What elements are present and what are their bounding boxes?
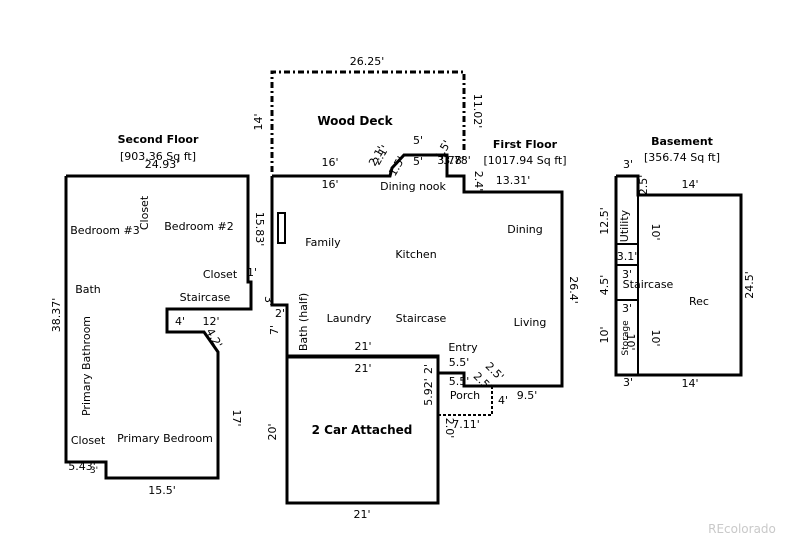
dim-first-top-right: 13.31' [496, 174, 531, 187]
room-entry: Entry [448, 341, 478, 354]
dim-basement-left-lower: 10' [598, 326, 611, 343]
room-living: Living [514, 316, 547, 329]
dim-deck-right: 11.02' [471, 94, 484, 129]
dim-basement-stair-w: 3' [622, 268, 632, 281]
room-staircase-basement: Staircase [623, 278, 674, 291]
second-floor-outline [64, 174, 253, 480]
room-rec: Rec [689, 295, 709, 308]
room-bedroom-2: Bedroom #2 [164, 220, 233, 233]
second-floor: Second Floor [903.36 Sq ft] 24.93' 38.37… [50, 133, 275, 497]
dim-first-nook-right: 3.78' [437, 154, 465, 167]
dim-basement-top-left-h: 2.5' [637, 175, 650, 196]
first-floor-title: First Floor [493, 138, 558, 151]
dim-second-right-small: 3' [262, 296, 275, 306]
dim-basement-top-right: 14' [681, 178, 698, 191]
room-closet-right: Closet [203, 268, 238, 281]
deck-title: Wood Deck [317, 114, 393, 128]
dim-deck-bottom-mid: 5' [413, 134, 423, 147]
room-closet-top: Closet [138, 195, 151, 230]
dim-second-notch-w: 12' [202, 315, 219, 328]
room-closet-bottom: Closet [71, 434, 106, 447]
garage-outline [285, 355, 440, 505]
room-dining: Dining [507, 223, 543, 236]
dim-second-bottom: 15.5' [148, 484, 176, 497]
dim-second-step2: 3' [90, 466, 98, 476]
fireplace [277, 212, 286, 244]
dim-first-left-small2: 2' [275, 307, 285, 320]
dim-basement-left-upper: 12.5' [598, 207, 611, 235]
room-primary-bedroom: Primary Bedroom [117, 432, 213, 445]
dim-first-nook-step: 2.4' [472, 171, 485, 192]
dim-porch-right: 4' [498, 394, 508, 407]
dim-first-top-mid: 5' [413, 155, 423, 168]
second-floor-title: Second Floor [118, 133, 199, 146]
dim-first-bottom-right: 9.5' [517, 389, 538, 402]
room-primary-bathroom: Primary Bathroom [80, 316, 93, 416]
dim-basement-stair-w2: 3' [622, 302, 632, 315]
dim-basement-storage-h: 10' [649, 329, 662, 346]
dim-basement-bottom-left: 3' [623, 376, 633, 389]
dim-second-right-upper: 15.83' [253, 212, 266, 247]
dim-deck-top: 26.25' [350, 55, 385, 68]
dim-first-nook-diag2: 1.5' [386, 154, 408, 178]
dim-second-notch-diag: 4.2' [203, 326, 225, 350]
dim-second-top: 24.93' [145, 158, 180, 171]
watermark: REcolorado [708, 522, 776, 536]
dim-deck-left: 14' [252, 113, 265, 130]
room-laundry: Laundry [327, 312, 372, 325]
room-staircase-second: Staircase [180, 291, 231, 304]
dim-second-left: 38.37' [50, 298, 63, 333]
dim-basement-utility-h: 10' [649, 223, 662, 240]
dim-basement-top-left: 3' [623, 158, 633, 171]
dim-first-top-left: 16' [321, 178, 338, 191]
basement-title: Basement [651, 135, 713, 148]
basement: Basement [356.74 Sq ft] 3' 2.5' 14' 12.5… [598, 135, 756, 390]
dim-basement-storage-w: 10' [624, 333, 637, 350]
wood-deck: 26.25' 14' 11.02' Wood Deck 16' 5' 2.1' … [252, 55, 484, 172]
dim-basement-mid: 3.1' [617, 250, 638, 263]
dim-basement-right: 24.5' [743, 271, 756, 299]
room-storage: Storage [621, 320, 631, 356]
room-dining-nook: Dining nook [380, 180, 446, 193]
porch-title: Porch [450, 389, 480, 402]
dim-first-entry-h: 2' [422, 364, 435, 374]
room-family: Family [305, 236, 341, 249]
room-kitchen: Kitchen [395, 248, 436, 261]
dim-first-left-small: 7' [268, 325, 281, 335]
dim-garage-right: 5.92' [422, 378, 435, 406]
first-floor-area: [1017.94 Sq ft] [483, 154, 566, 167]
dim-garage-top: 21' [354, 362, 371, 375]
dim-second-right-lower: 17' [230, 409, 243, 426]
dim-basement-bottom-right: 14' [681, 377, 698, 390]
dim-deck-bottom-right: 3.78' [443, 154, 471, 167]
garage-title: 2 Car Attached [312, 423, 413, 437]
dim-garage-bottom: 21' [353, 508, 370, 521]
basement-area: [356.74 Sq ft] [644, 151, 720, 164]
room-staircase-first: Staircase [396, 312, 447, 325]
dim-basement-left-mid: 4.5' [598, 275, 611, 296]
dim-deck-bottom-left: 16' [321, 156, 338, 169]
garage: 2 Car Attached 21' 21' 21' 20' 5.92' [266, 340, 440, 521]
dim-second-step: 5.43' [68, 460, 96, 473]
dim-garage-left: 20' [266, 423, 279, 440]
dim-second-right-mid: 1' [247, 266, 257, 279]
dim-first-right: 26.4' [567, 276, 580, 304]
dim-garage-top-outer: 21' [354, 340, 371, 353]
first-floor: First Floor [1017.94 Sq ft] 16' 5' 2.1' … [268, 138, 580, 402]
room-bedroom-3: Bedroom #3 [70, 224, 139, 237]
dim-first-entry-w: 5.5' [449, 356, 470, 369]
dim-porch-left: 2.0' [443, 418, 456, 439]
dim-porch-bottom: 7.11' [452, 418, 480, 431]
room-bath-half: Bath (half) [297, 293, 310, 351]
room-utility: Utility [618, 209, 631, 242]
second-floor-area: [903.36 Sq ft] [120, 150, 196, 163]
first-floor-outline [270, 153, 564, 388]
room-bath: Bath [75, 283, 101, 296]
dim-second-notch-h: 4' [175, 315, 185, 328]
porch-outline [438, 387, 493, 416]
deck-outline [270, 70, 466, 172]
dim-porch-top: 5.5' [449, 375, 470, 388]
